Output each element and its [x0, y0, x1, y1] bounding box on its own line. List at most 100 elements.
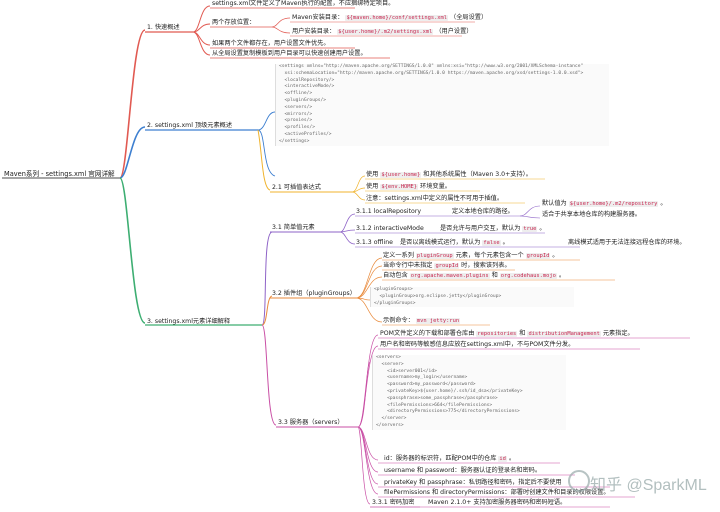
code-codehaus-mojo: org.codehaus.mojo: [499, 273, 557, 279]
text: 时，搜索该列表。: [461, 262, 511, 269]
watermark: 知乎 @SparkML: [590, 477, 707, 494]
s31-offline[interactable]: 3.1.3 offline: [356, 239, 393, 246]
text: 。: [660, 200, 667, 207]
s33-field-credentials: username 和 password：服务器认证的登录名和密码。: [384, 467, 542, 474]
s33-leaf-repositories: POM文件定义的下载和部署仓库由 repositories 和 distribu…: [380, 330, 634, 338]
code-maven-home: ${maven.home}/conf/settings.xml: [345, 15, 449, 21]
b1-leaf-user-home: 用户安装目录： ${user.home}/.m2/settings.xml （用…: [292, 28, 473, 36]
code-maven-plugins: org.apache.maven.plugins: [409, 273, 490, 279]
code-line: </pluginGroups>: [374, 300, 416, 306]
code-line: </server>: [376, 416, 407, 422]
code-id: id: [498, 456, 507, 462]
root-topic[interactable]: Maven系列 - settings.xml 官网详解: [4, 170, 115, 178]
s33-field-id: id：服务器的标识符，匹配POM中的仓库 id 。: [384, 455, 515, 463]
code-plugin-group: pluginGroup: [415, 253, 454, 259]
text: 当命令行中未指定: [383, 262, 433, 269]
b1-leaf-template: 从全局设置复制模板到用户目录可以快速创建用户设置。: [212, 50, 367, 57]
code-line: <pluginGroup>org.eclipse.jetty</pluginGr…: [374, 293, 502, 299]
code-line: <server>: [376, 361, 404, 367]
code-line: <pluginGroups/>: [279, 97, 327, 103]
code-line: <profiles/>: [279, 125, 315, 131]
edge-root-b1: [119, 29, 146, 179]
text: 。: [558, 272, 566, 279]
text: POM文件定义的下载和部署仓库由: [380, 330, 475, 337]
label: Maven安装目录：: [292, 14, 344, 21]
text: 是否允许与用户交互，默认为: [440, 225, 521, 232]
code-line: <localRepository/>: [279, 77, 335, 83]
branch-plugin-groups[interactable]: 3.2 插件组（pluginGroups）: [272, 290, 356, 297]
code-line: <filePermissions>664</filePermissions>: [376, 402, 493, 408]
code-line: <privateKey>${user.home}/.ssh/id_dsa</pr…: [376, 388, 523, 394]
b21-leaf-env-vars: 使用 ${env.HOME} 环境变量。: [366, 183, 451, 191]
edge-root-b3: [119, 177, 146, 324]
branch-top-level-elements[interactable]: 2. settings.xml 顶级元素概述: [147, 122, 233, 129]
s31-offline-note: 离线模式适用于无法连接远程仓库的环境。: [568, 239, 686, 246]
branch-quick-overview[interactable]: 1. 快速概述: [147, 24, 180, 31]
s33-field-private-key: privateKey 和 passphrase：私钥路径和密码，指定后不要使用: [384, 479, 562, 486]
code-env-home: ${env.HOME}: [380, 184, 419, 190]
code-line: xsi:schemaLocation="http://maven.apache.…: [279, 70, 584, 76]
s31-lr-default: 默认值为 ${user.home}/.m2/repository 。: [542, 200, 667, 208]
text: 示例命令：: [383, 317, 414, 324]
code-line: <username>my_login</username>: [376, 375, 468, 381]
text: 使用: [366, 183, 379, 190]
s32-leaf-define: 定义一系列 pluginGroup 元素，每个元素包含一个 groupId 。: [383, 252, 558, 260]
branch-simple-values[interactable]: 3.1 简单值元素: [272, 224, 315, 231]
text: 。: [502, 239, 509, 246]
text: 环境变量。: [420, 183, 451, 190]
branch-interpolation[interactable]: 2.1 可插值表达式: [272, 184, 321, 191]
s31-lr-desc: 定义本地仓库的路径。: [452, 208, 514, 215]
code-line: <mirrors/>: [279, 111, 313, 117]
s33-leaf-sensitive: 用户名和密码等敏感信息应放在settings.xml中，不与POM文件分发。: [380, 341, 575, 348]
code-line: </servers>: [376, 422, 404, 428]
label-tail: （用户设置）: [435, 28, 473, 35]
code-line: <settings xmlns="http://maven.apache.org…: [279, 64, 584, 69]
text: 默认值为: [542, 200, 567, 207]
code-user-home: ${user.home}/.m2/settings.xml: [337, 29, 434, 35]
text: 自动包含: [383, 272, 408, 279]
code-line: <password>my_password</password>: [376, 382, 476, 388]
branch-servers[interactable]: 3.3 服务器（servers）: [278, 419, 344, 426]
code-line: <id>server001</id>: [376, 368, 437, 374]
text: 。: [552, 252, 559, 259]
s33-field-permissions: filePermissions 和 directoryPermissions：部…: [384, 489, 610, 496]
s31-lr-shared: 适合于共享本地仓库的构建服务器。: [542, 211, 641, 218]
code-user-home-prop: ${user.home}: [380, 172, 422, 178]
text: 是否以离线模式运行，默认为: [400, 239, 481, 246]
s32-leaf-search: 当命令行中未指定 groupId 时，搜索该列表。: [383, 262, 511, 270]
text: 和其他系统属性（Maven 3.0+支持）。: [423, 171, 532, 178]
code-line: <offline/>: [279, 91, 313, 97]
s32-code-block: <pluginGroups> <pluginGroup>org.eclipse.…: [370, 287, 574, 308]
s32-leaf-auto-include: 自动包含 org.apache.maven.plugins 和 org.code…: [383, 272, 565, 280]
code-group-id: groupId: [525, 253, 551, 259]
code-true: true: [522, 226, 538, 232]
code-group-id-2: groupId: [434, 263, 460, 269]
text: 使用: [366, 171, 379, 178]
code-mvn-jetty-run: mvn jetty:run: [415, 318, 461, 324]
b2-settings-code-block: <settings xmlns="http://maven.apache.org…: [275, 64, 609, 146]
code-line: <servers/>: [279, 104, 313, 110]
code-default-repo: ${user.home}/.m2/repository: [568, 201, 659, 207]
text: 和: [519, 330, 526, 337]
code-line: <proxies/>: [279, 118, 313, 124]
text: 和: [491, 272, 498, 279]
s31-interactive-mode[interactable]: 3.1.2 interactiveMode: [356, 225, 424, 232]
s33-servers-code-block: <servers> <server> <id>server001</id> <u…: [372, 355, 566, 430]
branch-element-details[interactable]: 3. settings.xml元素详细解释: [147, 318, 231, 325]
text: 。: [508, 455, 516, 462]
s331-desc: Maven 2.1.0+ 支持加密服务器密码和密码短语。: [428, 499, 567, 506]
b1-leaf-locations: 两个存放位置：: [212, 19, 256, 26]
label-tail: （全局设置）: [450, 14, 488, 21]
s31-local-repository[interactable]: 3.1.1 localRepository: [356, 208, 422, 215]
s331-password-encryption[interactable]: 3.3.1 密码加密: [372, 499, 415, 506]
code-line: </settings>: [279, 138, 310, 144]
s31-im-desc: 是否允许与用户交互，默认为 true 。: [440, 225, 546, 233]
b1-leaf-priority: 如果两个文件都存在，用户设置文件优先。: [212, 40, 330, 47]
b21-leaf-system-props: 使用 ${user.home} 和其他系统属性（Maven 3.0+支持）。: [366, 171, 532, 179]
text: 定义一系列: [383, 252, 414, 259]
code-distribution-management: distributionManagement: [527, 331, 601, 337]
code-line: <interactiveMode/>: [279, 84, 335, 90]
code-line: <servers>: [376, 355, 401, 360]
